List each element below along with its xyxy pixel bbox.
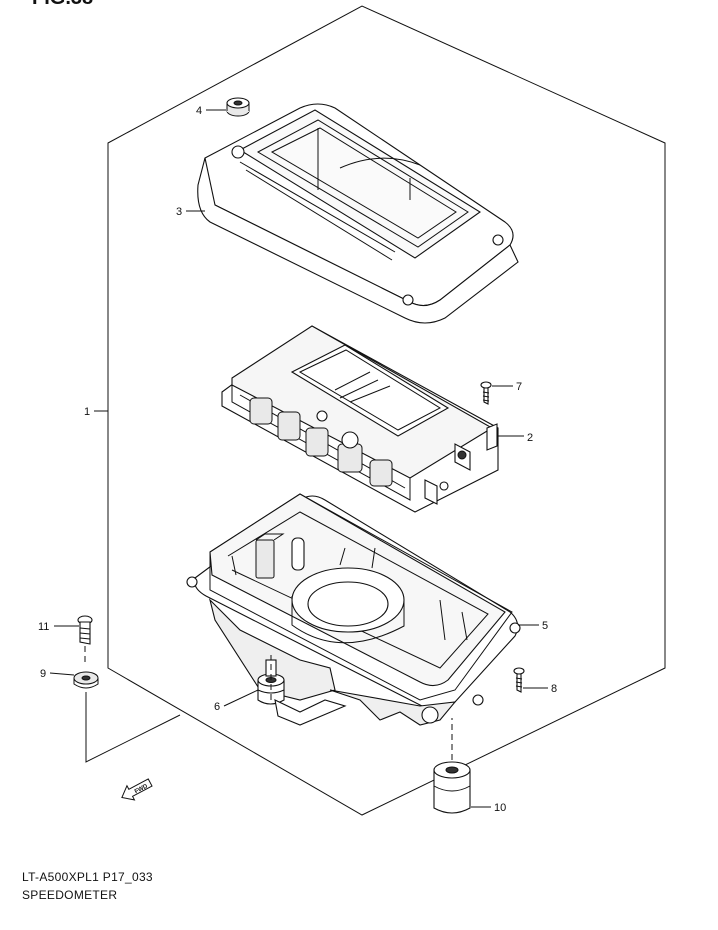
part-2-meter-module [221,325,499,513]
part-7-screw [480,381,492,405]
assembly-outline [107,5,666,816]
callout-5: 5 [518,620,548,632]
callout-2: 2 [497,432,533,444]
callout-11: 11 [38,621,79,633]
callout-number: 8 [551,683,557,695]
forward-direction-marker: FWD [121,778,153,801]
drawing-code: LT-A500XPL1 P17_033 [22,870,153,884]
part-8-screw [513,667,525,693]
diagram-title: SPEEDOMETER [22,888,118,902]
callout-1: 1 [84,406,108,418]
part-9-washer [73,671,99,689]
callout-8: 8 [523,683,557,695]
callout-number: 11 [38,621,49,633]
callout-9: 9 [40,668,75,680]
callout-number: 4 [196,105,202,117]
callout-number: 1 [84,406,90,418]
callout-3: 3 [176,206,205,218]
callout-number: 5 [542,620,548,632]
callout-number: 2 [527,432,533,444]
callout-number: 9 [40,668,46,680]
callout-number: 7 [516,381,522,393]
part-5-lower-case [186,493,521,726]
callout-number: 6 [214,701,220,713]
part-3-bezel [197,103,519,324]
part-11-bolt [77,615,93,645]
part-4-grommet [226,97,250,117]
reference-line-9-11 [85,692,181,763]
callout-6: 6 [214,689,259,713]
part-10-grommet [433,761,471,814]
callout-4: 4 [196,105,226,117]
callout-10: 10 [471,802,506,814]
figure-label: FIG.38 [32,0,93,9]
callout-7: 7 [492,381,522,393]
callout-number: 3 [176,206,182,218]
callout-number: 10 [494,802,506,814]
